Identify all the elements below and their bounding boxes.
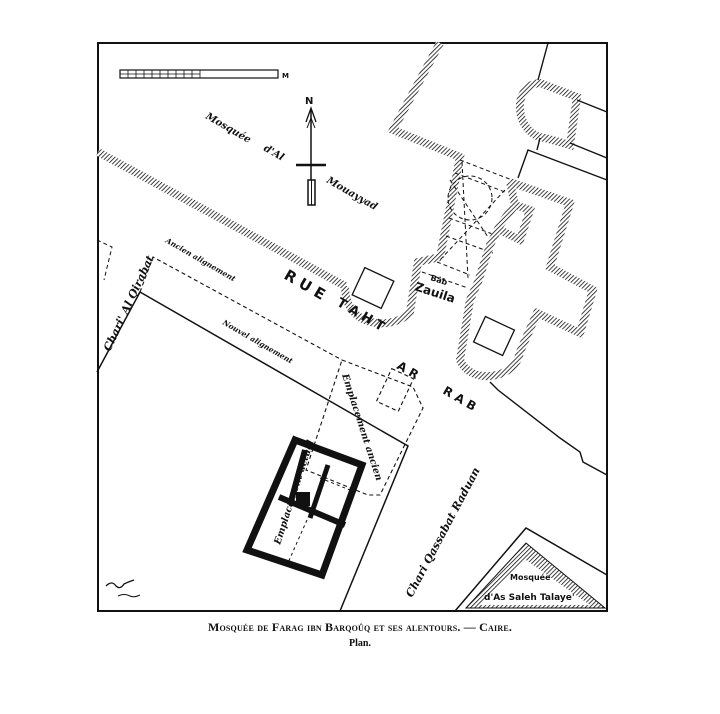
label-mosque-mouayyad-3: Mouayyad <box>324 175 379 213</box>
mosque-saleh-talaye <box>454 527 608 612</box>
label-rue-3: A R <box>395 358 422 381</box>
label-rue-4: R A B <box>441 383 479 413</box>
bab-zuwayla-passage <box>421 159 513 289</box>
ancien-alignement-line <box>139 256 343 361</box>
mosque-farag-building <box>242 435 367 580</box>
label-ancien-alignement: Ancien alignement <box>163 235 237 283</box>
tower-room <box>351 266 395 310</box>
label-mosque-saleh-1: Mosquée <box>510 572 551 582</box>
scale-unit: M <box>282 72 289 80</box>
street-lines <box>96 239 424 612</box>
plan-caption-subtitle: Plan. <box>349 638 371 649</box>
mosque-mouayyad-walls <box>96 41 465 328</box>
emplacement-ancien-outline <box>305 359 424 496</box>
label-emplacement-actuel: Emplacement actuel <box>272 438 317 546</box>
north-arrow-icon <box>296 106 326 206</box>
label-chari-qirabat: Chari' Al Qirabat <box>101 253 157 353</box>
label-mosque-mouayyad-1: Mosquée <box>203 111 253 146</box>
east-tower-room <box>472 315 516 357</box>
scale-bar: M <box>119 69 289 80</box>
property-lines <box>489 42 608 476</box>
label-mosque-saleh-2: d'As Saleh Talaye' <box>484 593 575 603</box>
north-label: N <box>305 96 313 107</box>
label-mosque-mouayyad-2: d'Al <box>262 143 286 163</box>
plan-caption-title: Mosquée de Farag ibn Barqoûq et ses alen… <box>207 620 513 634</box>
label-chari-qassabat: Chari Qassabat Raduan <box>403 465 483 599</box>
signature <box>105 579 141 598</box>
plan-frame <box>97 42 608 612</box>
east-gate-tower <box>455 78 598 381</box>
label-nouvel-alignement: Nouvel alignement <box>220 317 295 365</box>
